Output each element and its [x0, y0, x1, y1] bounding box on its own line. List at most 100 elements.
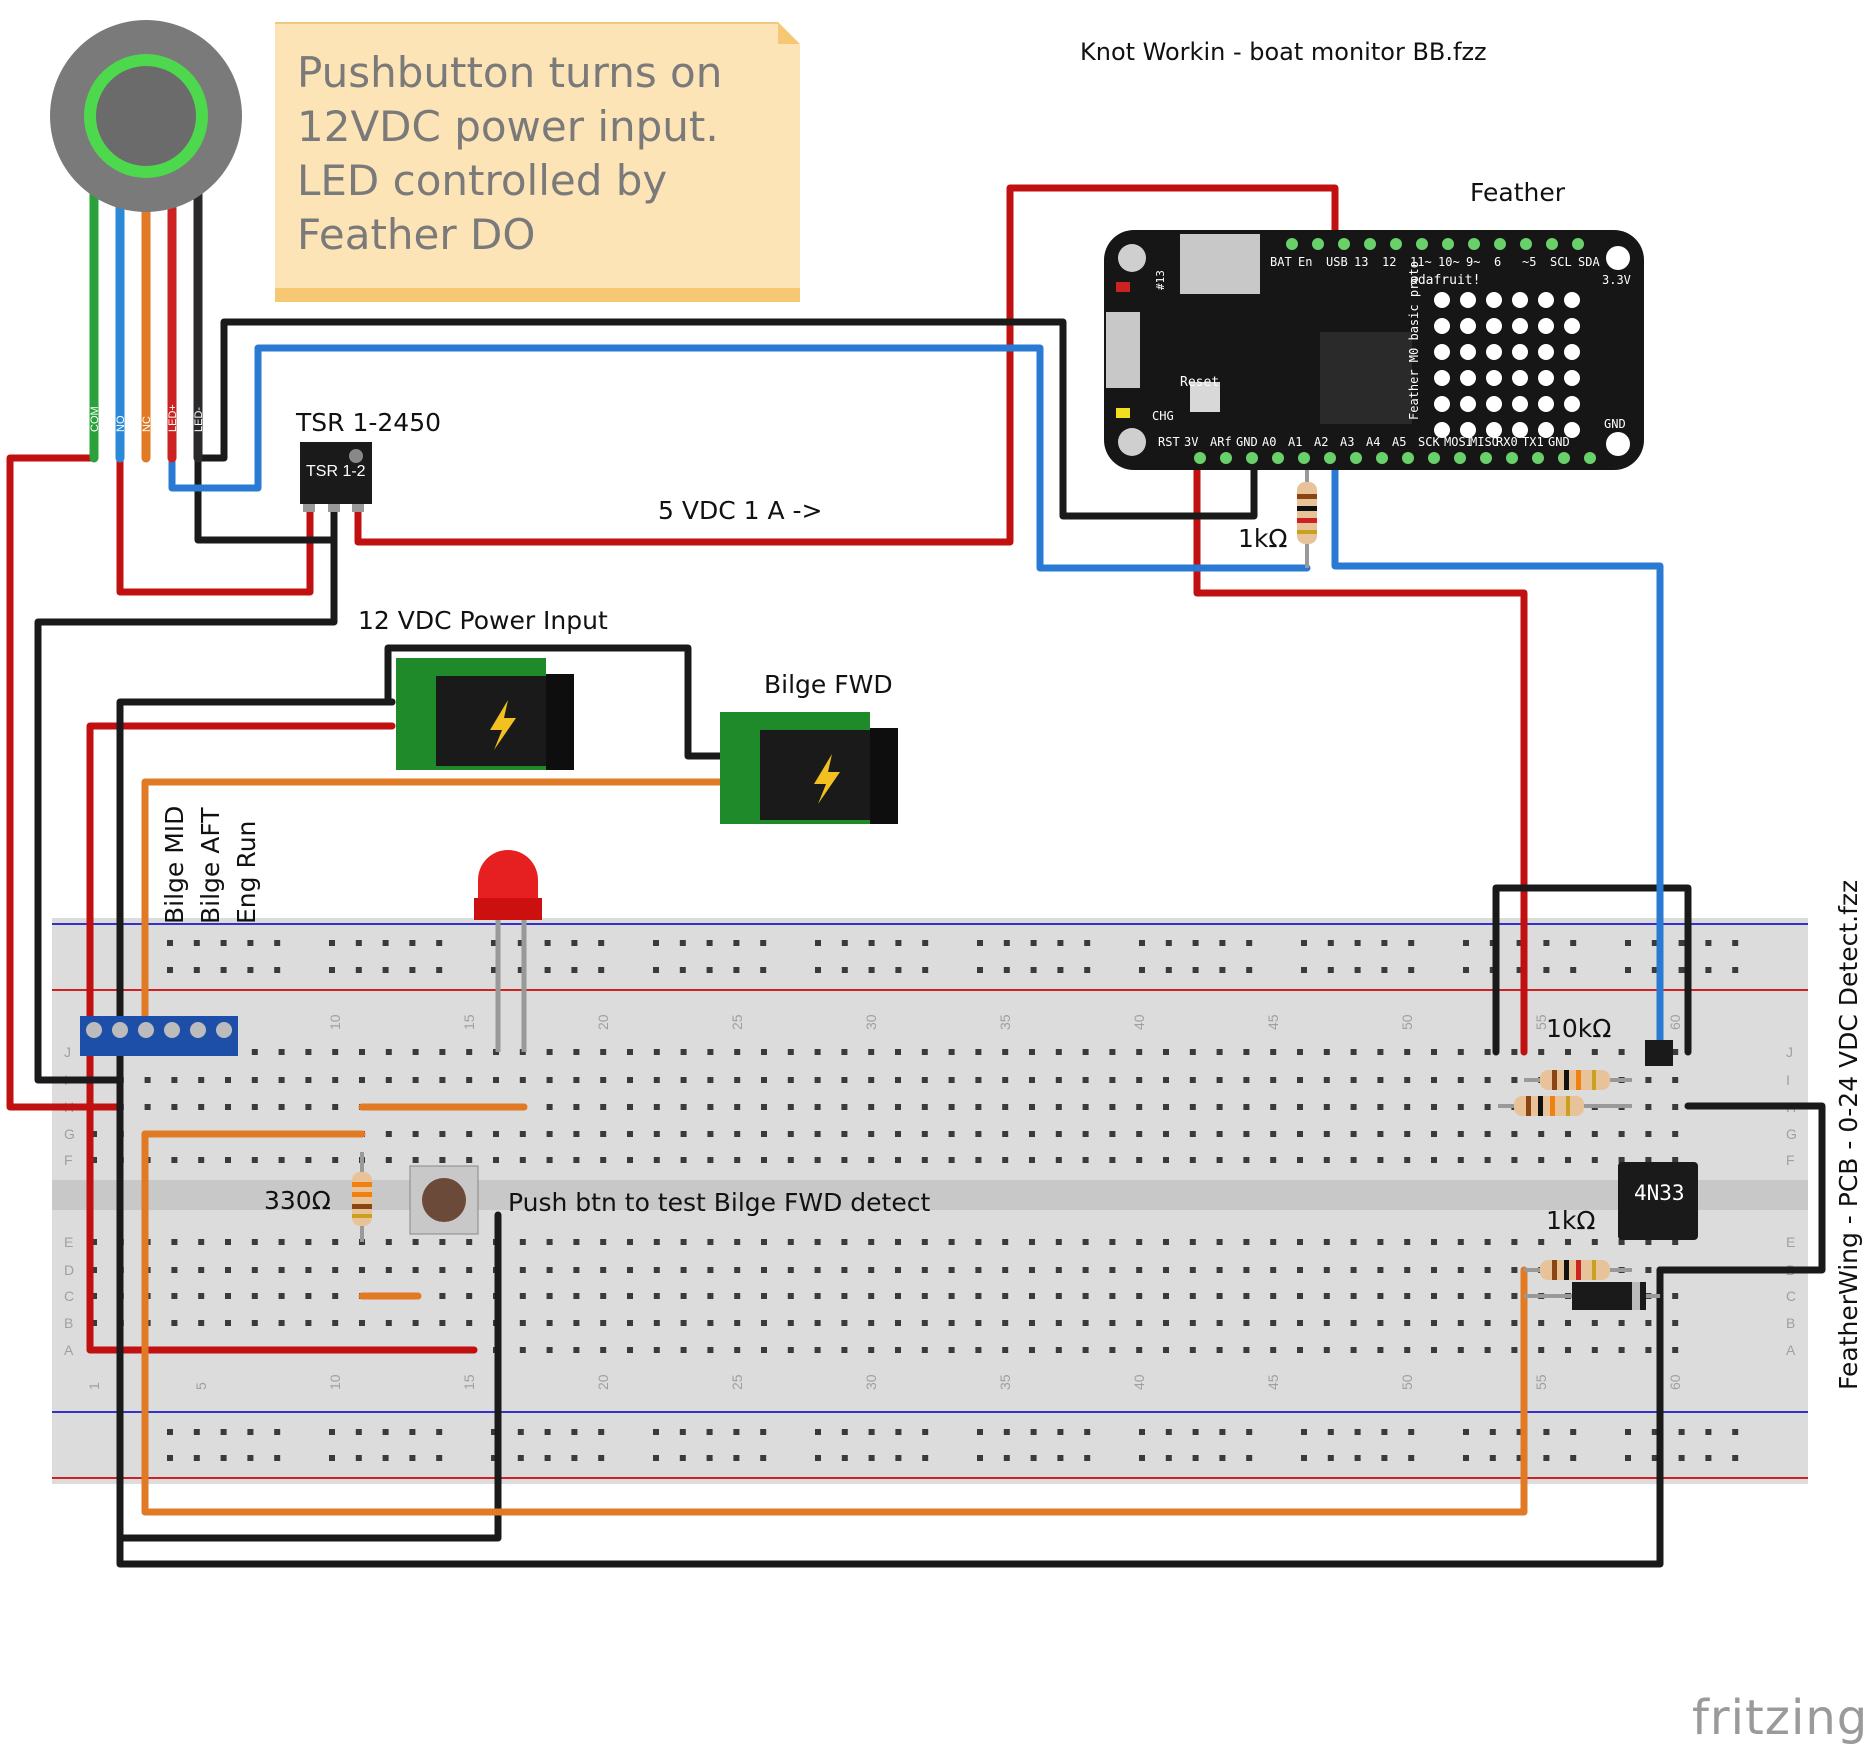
- feather-33v-label: 3.3V: [1602, 273, 1631, 287]
- breadboard-hole: [975, 1267, 982, 1273]
- wire-black: [194, 318, 1258, 520]
- rail-hole: [1139, 1429, 1145, 1435]
- breadboard-hole: [868, 1131, 875, 1137]
- breadboard-hole: [1565, 1239, 1571, 1245]
- proto-hole: [1486, 396, 1502, 412]
- breadboard-hole: [1645, 1239, 1652, 1245]
- breadboard-hole: [1672, 1157, 1679, 1163]
- breadboard-hole: [1029, 1049, 1035, 1055]
- breadboard-hole: [948, 1104, 955, 1110]
- breadboard-hole: [1109, 1293, 1116, 1299]
- proto-hole: [1538, 344, 1554, 360]
- row-letter: J: [64, 1044, 71, 1060]
- breadboard-hole: [1350, 1131, 1357, 1137]
- breadboard-hole: [1404, 1239, 1411, 1245]
- rail-hole: [706, 1455, 713, 1461]
- breadboard-hole: [546, 1347, 553, 1353]
- rail-hole: [220, 940, 227, 946]
- header-pin: [1532, 452, 1544, 464]
- breadboard-hole: [1082, 1104, 1089, 1110]
- column-number: 55: [1533, 1014, 1549, 1030]
- breadboard-hole: [1431, 1049, 1437, 1055]
- bilge-aft-label: Bilge AFT: [196, 807, 225, 924]
- breadboard-hole: [787, 1049, 794, 1055]
- wires: [6, 184, 1826, 1568]
- breadboard-hole: [251, 1104, 258, 1110]
- breadboard-hole: [868, 1320, 875, 1326]
- header-pin: [1350, 452, 1362, 464]
- breadboard-hole: [144, 1077, 151, 1083]
- breadboard-hole: [975, 1049, 982, 1055]
- rail-hole: [841, 967, 848, 973]
- breadboard-hole: [278, 1049, 285, 1055]
- column-number: 15: [461, 1014, 477, 1030]
- breadboard-hole: [1538, 1320, 1545, 1326]
- rail-hole: [329, 1429, 335, 1435]
- rail-hole: [1139, 967, 1145, 973]
- header-pin: [1584, 452, 1596, 464]
- rail-hole: [1516, 967, 1523, 973]
- breadboard-hole: [1002, 1157, 1009, 1163]
- breadboard-hole: [332, 1267, 339, 1273]
- rail-hole: [598, 1455, 605, 1461]
- feather-pin-label: GND: [1236, 435, 1258, 449]
- feather-pin-label: RX0: [1496, 435, 1518, 449]
- rail-hole: [1192, 940, 1199, 946]
- rail-hole: [977, 1429, 983, 1435]
- breadboard-hole: [1672, 1131, 1679, 1137]
- breadboard-hole: [1672, 1049, 1679, 1055]
- breadboard-hole: [921, 1347, 928, 1353]
- rail-hole: [1570, 967, 1577, 973]
- breadboard-hole: [519, 1239, 526, 1245]
- breadboard-hole: [1404, 1347, 1411, 1353]
- rail-hole: [409, 1429, 416, 1435]
- breadboard-hole: [1404, 1267, 1411, 1273]
- header-pin: [1520, 238, 1532, 250]
- rail-hole: [1301, 1455, 1307, 1461]
- rail-hole: [1705, 1455, 1712, 1461]
- breadboard-hole: [1189, 1077, 1196, 1083]
- breadboard-hole: [1431, 1293, 1437, 1299]
- bilge-fwd-label: Bilge FWD: [764, 670, 893, 699]
- breadboard-hole: [1136, 1077, 1143, 1083]
- rail-hole: [247, 967, 254, 973]
- power-12v-label: 12 VDC Power Input: [358, 606, 608, 635]
- breadboard-hole: [493, 1077, 499, 1083]
- rail-hole: [1516, 940, 1523, 946]
- rail-hole: [760, 940, 767, 946]
- breadboard-hole: [1297, 1239, 1303, 1245]
- breadboard-hole: [1323, 1320, 1330, 1326]
- breadboard-hole: [895, 1239, 901, 1245]
- proto-hole: [1512, 422, 1528, 438]
- breadboard-hole: [332, 1049, 339, 1055]
- header-pin: [1298, 452, 1310, 464]
- breadboard-hole: [1591, 1239, 1598, 1245]
- rail-hole: [1165, 1429, 1172, 1435]
- breadboard-hole: [1163, 1077, 1169, 1083]
- breadboard-hole: [1323, 1239, 1330, 1245]
- breadboard-hole: [1189, 1131, 1196, 1137]
- breadboard-hole: [627, 1293, 633, 1299]
- proto-hole: [1434, 422, 1450, 438]
- breadboard-hole: [1323, 1157, 1330, 1163]
- rail-hole: [1705, 967, 1712, 973]
- rail-hole: [1354, 967, 1361, 973]
- rail-hole: [1651, 967, 1658, 973]
- breadboard-hole: [814, 1131, 821, 1137]
- breadboard-hole: [519, 1077, 526, 1083]
- breadboard-hole: [1377, 1077, 1384, 1083]
- proto-hole: [1538, 370, 1554, 386]
- rail-hole: [329, 940, 335, 946]
- breadboard-hole: [1270, 1320, 1277, 1326]
- breadboard-hole: [1591, 1049, 1598, 1055]
- breadboard-hole: [627, 1104, 633, 1110]
- rail-hole: [274, 967, 281, 973]
- breadboard-hole: [1645, 1131, 1652, 1137]
- breadboard-hole: [868, 1077, 875, 1083]
- rail-hole: [1570, 940, 1577, 946]
- rail-hole: [706, 1429, 713, 1435]
- breadboard-hole: [1243, 1347, 1250, 1353]
- breadboard-hole: [546, 1049, 553, 1055]
- breadboard-hole: [1216, 1239, 1223, 1245]
- feather-pin-label: USB: [1326, 255, 1348, 269]
